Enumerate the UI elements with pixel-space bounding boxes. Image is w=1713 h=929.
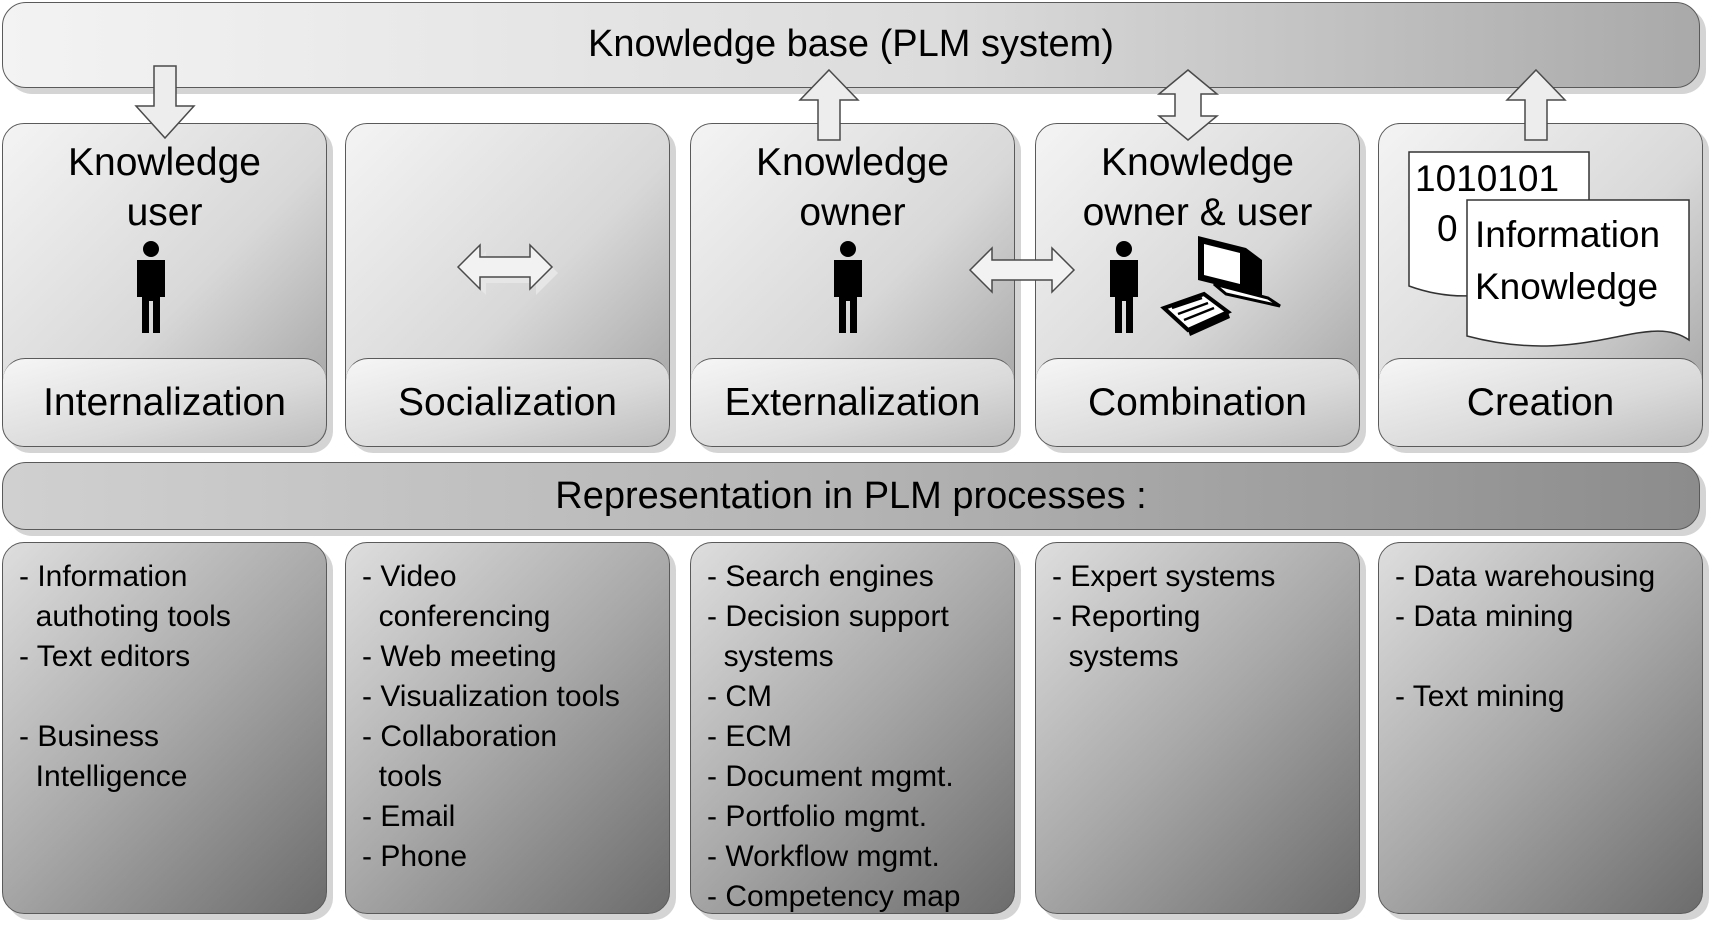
card-internalization: Knowledge user Internalization [2, 123, 327, 447]
list-item: - Web meeting [362, 640, 557, 673]
card-title-combination: Knowledge owner & user [1036, 138, 1359, 238]
list-item: - Decision support [707, 600, 949, 633]
card-externalization: Knowledge owner Externalization [690, 123, 1015, 447]
list-item: - Portfolio mgmt. [707, 800, 928, 833]
tools-list: - Expert systems - Reporting systems [1036, 543, 1359, 677]
list-item: - Reporting [1052, 600, 1201, 633]
knowledge-label: Knowledge [1475, 266, 1659, 307]
title-line: user [126, 191, 203, 234]
list-item: - Video [362, 560, 457, 593]
list-item: tools [362, 760, 443, 793]
card-combination: Knowledge owner & user Combination [1035, 123, 1360, 447]
list-item: - Information [19, 560, 188, 593]
person-icon [1110, 241, 1138, 333]
title-line: owner & user [1082, 191, 1313, 234]
list-item: authoting tools [19, 600, 231, 633]
list-item [19, 677, 316, 717]
up-down-arrow-icon [1156, 69, 1220, 141]
list-item: systems [1052, 640, 1179, 673]
card-title-externalization: Knowledge owner [691, 138, 1014, 238]
list-item: - Business [19, 720, 160, 753]
list-item: - Competency map [707, 880, 961, 913]
list-item: - Email [362, 800, 456, 833]
document-icon [1408, 151, 1690, 347]
list-item: - Data warehousing [1395, 560, 1656, 593]
list-item: systems [707, 640, 834, 673]
card-footer: Combination [1036, 358, 1359, 446]
person-icon [137, 241, 165, 333]
list-panel-socialization: - Video conferencing - Web meeting - Visua… [345, 542, 670, 914]
tools-list: - Video conferencing - Web meeting - Visua… [346, 543, 669, 877]
list-item: - Document mgmt. [707, 760, 954, 793]
list-panel-externalization: - Search engines - Decision support syste… [690, 542, 1015, 914]
card-footer: Internalization [3, 358, 326, 446]
card-creation: 1010101 0 Information Knowledge Creation [1378, 123, 1703, 447]
binary-line-1: 1010101 [1415, 158, 1560, 199]
list-item: conferencing [362, 600, 551, 633]
card-label-externalization: Externalization [724, 380, 981, 424]
card-footer: Creation [1379, 358, 1702, 446]
representation-banner: Representation in PLM processes : [2, 462, 1700, 530]
title-line: Knowledge [756, 141, 949, 184]
representation-title: Representation in PLM processes : [555, 475, 1147, 517]
title-line: Knowledge [68, 141, 261, 184]
list-panel-combination: - Expert systems - Reporting systems [1035, 542, 1360, 914]
list-item: - Visualization tools [362, 680, 620, 713]
list-item [1395, 637, 1692, 677]
list-item: - Workflow mgmt. [707, 840, 940, 873]
card-label-socialization: Socialization [398, 380, 617, 424]
card-title-internalization: Knowledge user [3, 138, 326, 238]
up-arrow-icon [1505, 68, 1567, 141]
list-panel-internalization: - Information authoting tools - Text edit… [2, 542, 327, 914]
card-label-combination: Combination [1088, 380, 1307, 424]
knowledge-base-banner: Knowledge base (PLM system) [2, 2, 1700, 88]
list-item: - Data mining [1395, 600, 1574, 633]
list-item: - Search engines [707, 560, 934, 593]
knowledge-base-title: Knowledge base (PLM system) [588, 23, 1114, 65]
list-item: - Text mining [1395, 680, 1565, 713]
card-footer: Externalization [691, 358, 1014, 446]
card-label-creation: Creation [1466, 380, 1615, 424]
tools-list: - Information authoting tools - Text edit… [3, 543, 326, 797]
list-item: - Phone [362, 840, 468, 873]
tools-list: - Data warehousing - Data mining - Text m… [1379, 543, 1702, 717]
title-line: Knowledge [1101, 141, 1294, 184]
card-label-internalization: Internalization [43, 380, 286, 424]
information-label: Information [1475, 214, 1661, 255]
card-footer: Socialization [346, 358, 669, 446]
list-item: Intelligence [19, 760, 188, 793]
list-item: - Text editors [19, 640, 191, 673]
down-arrow-icon [134, 65, 196, 140]
double-arrow-icon [968, 246, 1076, 294]
list-panel-creation: - Data warehousing - Data mining - Text m… [1378, 542, 1703, 914]
binary-line-2: 0 [1437, 208, 1458, 249]
up-arrow-icon [798, 68, 860, 141]
title-line: owner [799, 191, 906, 234]
list-item: - Expert systems [1052, 560, 1276, 593]
computer-icon [1160, 236, 1281, 336]
double-arrow-icon [456, 243, 558, 295]
list-item: - CM [707, 680, 772, 713]
list-item: - Collaboration [362, 720, 558, 753]
person-icon [834, 241, 862, 333]
tools-list: - Search engines - Decision support syste… [691, 543, 1014, 917]
list-item: - ECM [707, 720, 792, 753]
card-socialization: Socialization [345, 123, 670, 447]
